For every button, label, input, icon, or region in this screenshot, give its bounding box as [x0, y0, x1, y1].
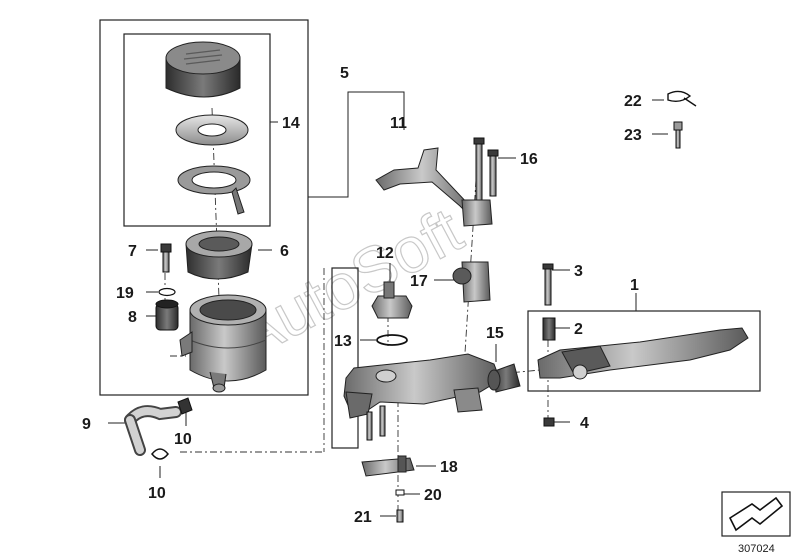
callout-22: 22 — [624, 93, 642, 110]
nut-4 — [543, 417, 555, 427]
callout-16: 16 — [520, 151, 538, 168]
callout-21: 21 — [354, 509, 372, 526]
mounting-screws — [366, 405, 386, 441]
reservoir-diaphragm — [185, 230, 253, 280]
piston-boot-15 — [487, 363, 521, 393]
group-frame-5 — [99, 19, 309, 396]
reference-number: 307024 — [738, 543, 775, 555]
callout-labels: 1 2 3 4 5 6 7 8 9 10 10 11 12 13 14 15 1… — [82, 65, 642, 526]
callout-7: 7 — [128, 243, 137, 260]
reservoir-cap-assembly — [165, 41, 251, 215]
washer-20 — [395, 489, 405, 496]
callout-18: 18 — [440, 459, 458, 476]
screw-21 — [396, 509, 404, 523]
bush-8 — [155, 299, 179, 331]
pivot-bolt-3 — [542, 263, 554, 306]
callout-10b: 10 — [148, 485, 166, 502]
callout-17: 17 — [410, 273, 428, 290]
callout-15: 15 — [486, 325, 504, 342]
washer-19 — [158, 287, 176, 297]
callout-12: 12 — [376, 245, 394, 262]
brake-lever-1 — [537, 327, 749, 380]
hose-clamp-10a — [177, 397, 193, 415]
reservoir-body — [179, 294, 267, 393]
group-frame-bolts — [331, 267, 359, 449]
callout-8: 8 — [128, 309, 137, 326]
hose-clamp-10b — [151, 448, 169, 460]
callout-2: 2 — [574, 321, 583, 338]
group-frame-14 — [123, 33, 271, 227]
callout-1: 1 — [630, 277, 639, 294]
callout-11: 11 — [390, 115, 407, 132]
callout-10a: 10 — [174, 431, 192, 448]
callout-23: 23 — [624, 127, 642, 144]
callout-4: 4 — [580, 415, 589, 432]
callout-19: 19 — [116, 285, 134, 302]
callout-5: 5 — [340, 65, 349, 82]
bolts-16 — [473, 137, 499, 205]
brake-hose-9 — [124, 405, 182, 456]
callout-13: 13 — [334, 333, 352, 350]
clip-22 — [667, 90, 697, 107]
plate-18 — [361, 455, 415, 477]
callout-14: 14 — [282, 115, 300, 132]
screw-7 — [160, 243, 172, 273]
callout-3: 3 — [574, 263, 583, 280]
master-cylinder-housing — [343, 353, 501, 419]
callout-9: 9 — [82, 416, 91, 433]
bushing-2 — [542, 317, 556, 341]
bleed-valve-23 — [673, 121, 683, 149]
handlebar-clamp — [452, 199, 493, 303]
callout-20: 20 — [424, 487, 442, 504]
callout-6: 6 — [280, 243, 289, 260]
orientation-icon — [721, 491, 791, 537]
group-frame-1 — [527, 310, 761, 392]
o-ring-13 — [376, 334, 408, 346]
brake-switch-12 — [371, 281, 413, 319]
